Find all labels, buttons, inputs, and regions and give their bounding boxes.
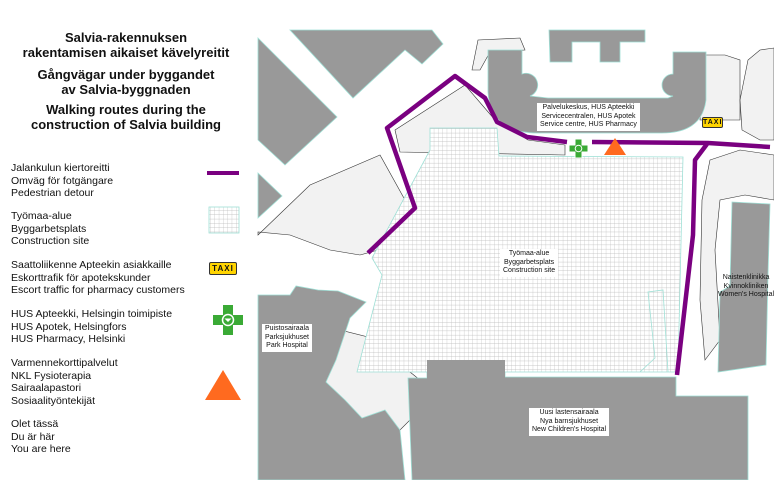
taxi-text: TAXI [212, 264, 234, 273]
legend-line: Varmennekorttipalvelut [11, 357, 118, 369]
title-english: Walking routes during the construction o… [10, 102, 242, 132]
label-line: Puistosairaala [265, 325, 309, 332]
pharmacy-cross-icon [568, 138, 589, 159]
title-line: Walking routes during the [46, 102, 206, 117]
legend-line: Saattoliikenne Apteekin asiakkaille [11, 259, 172, 271]
label-line: Women's Hospital [718, 291, 774, 298]
label-line: Työmaa-alue [508, 250, 550, 257]
legend-line: Omväg för fotgängare [11, 174, 114, 187]
legend-line: HUS Pharmacy, Helsinki [11, 333, 126, 345]
label-line: Park Hospital [266, 342, 308, 349]
legend-line: Du är här [11, 430, 55, 443]
title-line: rakentamisen aikaiset kävelyreitit [22, 45, 230, 60]
legend-grid-icon [208, 206, 240, 234]
legend-line: NKL Fysioterapia [11, 369, 92, 382]
legend-line: Eskorttrafik för apotekskunder [11, 271, 151, 284]
legend-line: Sairaalapastori [11, 382, 82, 394]
label-line: Nya barnsjukhuset [540, 417, 599, 425]
legend-line: HUS Apteekki, Helsingin toimipiste [11, 308, 173, 320]
legend-taxi: Saattoliikenne Apteekin asiakkaille Esko… [11, 259, 185, 297]
legend-line: Jalankulun kiertoreitti [11, 162, 110, 174]
legend-line: Olet tässä [11, 418, 59, 430]
label-line: Kvinnokliniken [723, 282, 769, 290]
legend-line: Construction site [11, 235, 90, 247]
label-construction-site: Työmaa-alue Byggarbetsplats Construction… [500, 249, 559, 277]
legend-line: Työmaa-alue [11, 210, 72, 222]
legend-line: HUS Apotek, Helsingfors [11, 320, 127, 333]
legend-line: Pedestrian detour [11, 187, 94, 199]
label-line: Service centre, HUS Pharmacy [540, 121, 637, 128]
title-line: Gångvägar under byggandet [37, 67, 215, 82]
legend-line: You are here [11, 443, 71, 455]
legend-line: Byggarbetsplats [11, 222, 87, 235]
legend-pharmacy: HUS Apteekki, Helsingin toimipiste HUS A… [11, 308, 172, 346]
legend-route-icon [207, 171, 239, 175]
taxi-sign-icon: TAXI [702, 117, 723, 128]
label-line: Uusi lastensairaala [539, 409, 599, 416]
label-line: Byggarbetsplats [503, 258, 555, 266]
title-line: av Salvia-byggnaden [61, 82, 191, 97]
pedestrian-detour-route [366, 73, 771, 376]
label-line: Servicecentralen, HUS Apotek [541, 112, 636, 120]
legend-line: Escort traffic for pharmacy customers [11, 284, 185, 296]
legend-construction: Työmaa-alue Byggarbetsplats Construction… [11, 210, 89, 248]
service-point-triangle-icon [604, 138, 626, 155]
label-line: Parksjukhuset [265, 333, 309, 341]
label-line: Palvelukeskus, HUS Apteekki [542, 104, 635, 111]
label-service-centre: Palvelukeskus, HUS Apteekki Servicecentr… [537, 103, 640, 131]
legend-pharmacy-cross-icon [213, 305, 243, 335]
title-line: Salvia-rakennuksen [64, 30, 188, 45]
taxi-text: TAXI [703, 119, 723, 126]
label-park-hospital: Puistosairaala Parksjukhuset Park Hospit… [262, 324, 312, 352]
legend-line: Sosiaalityöntekijät [11, 394, 96, 407]
title-swedish: Gångvägar under byggandet av Salvia-bygg… [10, 67, 242, 97]
label-womens-hospital: Naistenklinikka Kvinnokliniken Women's H… [715, 273, 774, 301]
title-line: construction of Salvia building [31, 117, 221, 132]
legend-services: Varmennekorttipalvelut NKL Fysioterapia … [11, 357, 118, 407]
label-line: New Children's Hospital [532, 426, 607, 433]
title-finnish: Salvia-rakennuksen rakentamisen aikaiset… [10, 30, 242, 60]
legend-service-triangle-icon [205, 370, 241, 400]
legend-taxi-icon: TAXI [209, 262, 237, 275]
label-childrens-hospital: Uusi lastensairaala Nya barnsjukhuset Ne… [529, 408, 610, 436]
legend-detour: Jalankulun kiertoreitti Omväg för fotgän… [11, 162, 113, 200]
building [427, 360, 505, 380]
label-line: Construction site [503, 267, 556, 274]
label-line: Naistenklinikka [722, 274, 770, 281]
legend-you-are-here: Olet tässä Du är här You are here [11, 418, 71, 456]
